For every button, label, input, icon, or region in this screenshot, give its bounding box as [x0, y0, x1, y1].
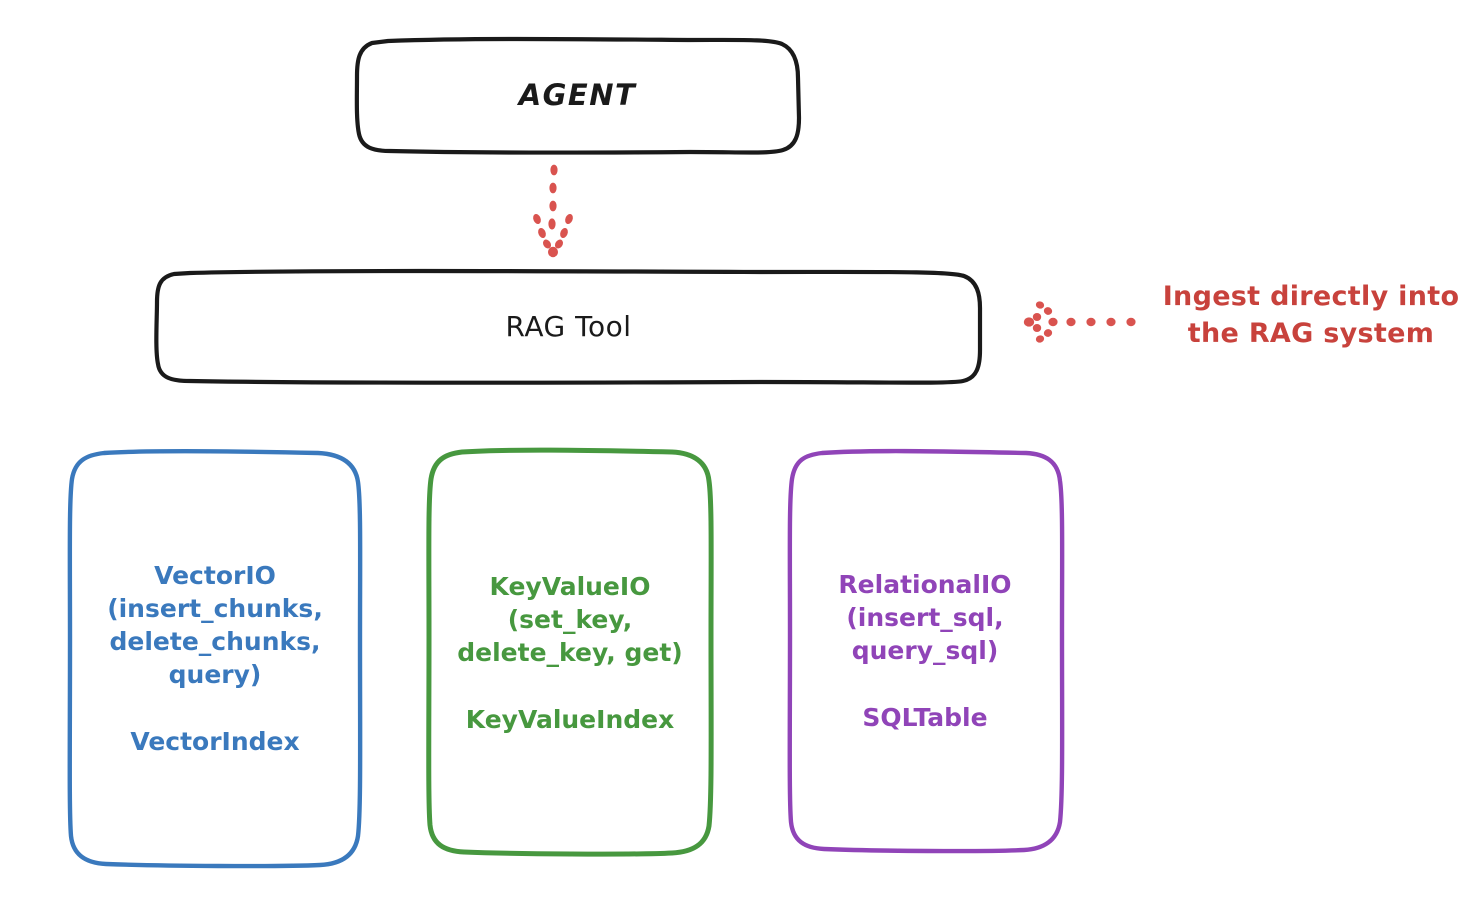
keyvalue-box-outline: [426, 447, 714, 857]
ingest-arrow: [1023, 301, 1136, 343]
keyvalue-store-node[interactable]: [426, 447, 714, 857]
rag-tool-box-outline: [154, 268, 983, 385]
agent-node[interactable]: [354, 36, 802, 155]
vector-store-node[interactable]: [67, 448, 363, 869]
relational-store-node[interactable]: [787, 448, 1065, 854]
ingest-annotation-text: Ingest directly into the RAG system: [1162, 281, 1460, 350]
agent-to-rag-arrow: [533, 164, 573, 258]
vector-box-outline: [67, 448, 363, 869]
rag-tool-node[interactable]: [154, 268, 983, 385]
relational-box-outline: [787, 448, 1065, 854]
agent-box-outline: [354, 36, 802, 155]
